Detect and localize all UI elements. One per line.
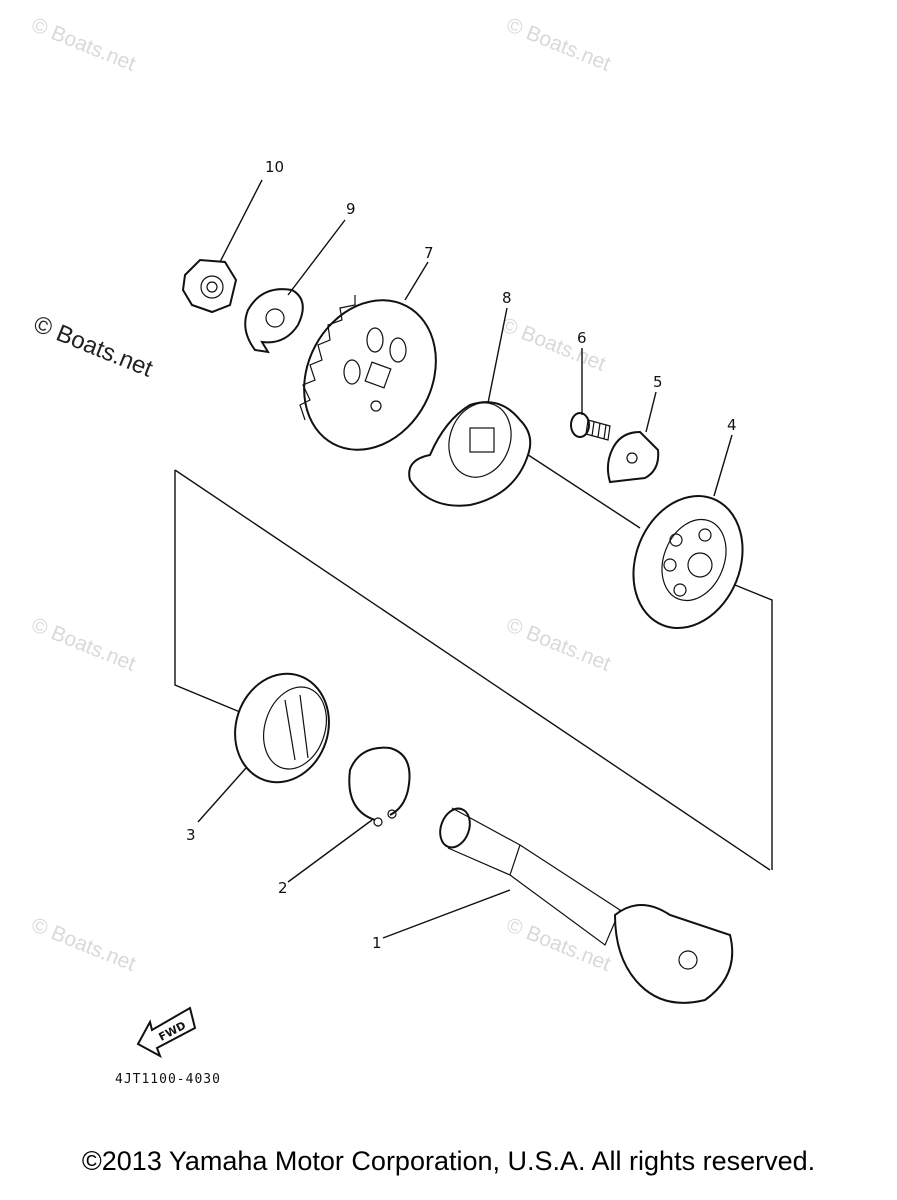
assembly-line-right: [734, 584, 773, 870]
callout-8: 8: [502, 289, 512, 307]
callout-7: 7: [424, 244, 434, 262]
part-shaft: [439, 807, 734, 1004]
part-circlip: [348, 746, 411, 827]
callout-5: 5: [653, 373, 663, 391]
callout-leaders: [197, 179, 733, 939]
watermark: © Boats.net: [28, 13, 139, 76]
callout-1: 1: [372, 934, 382, 952]
watermark: © Boats.net: [28, 913, 139, 976]
diagram-code: 4JT1100-4030: [115, 1072, 221, 1087]
assembly-line-diagonal-top: [174, 469, 771, 871]
part-nut: [181, 258, 238, 314]
part-lock-washer: [244, 288, 304, 354]
part-plate: [606, 430, 660, 484]
callout-10: 10: [265, 158, 284, 176]
part-ball-bearing: [632, 495, 744, 629]
part-gear: [299, 295, 437, 451]
part-screw: [570, 412, 611, 441]
copyright-notice: ©2013 Yamaha Motor Corporation, U.S.A. A…: [81, 1146, 816, 1176]
watermark: © Boats.net: [503, 613, 614, 676]
callout-2: 2: [278, 879, 288, 897]
callout-numbers: 10 9 7 8 6 5 4 3 2 1: [186, 158, 737, 952]
watermark: © Boats.net: [28, 613, 139, 676]
part-needle-bearing: [234, 672, 330, 784]
assembly-line-left: [174, 470, 241, 713]
watermark-layer: © Boats.net © Boats.net © Boats.net © Bo…: [28, 13, 614, 976]
part-weight: [408, 401, 532, 507]
watermark: © Boats.net: [503, 913, 614, 976]
watermark-prominent: © Boats.net: [30, 311, 157, 383]
watermark: © Boats.net: [503, 13, 614, 76]
callout-9: 9: [346, 200, 356, 218]
callout-4: 4: [727, 416, 737, 434]
watermark: © Boats.net: [498, 313, 609, 376]
callout-3: 3: [186, 826, 196, 844]
callout-6: 6: [577, 329, 587, 347]
fwd-arrow-icon: FWD: [136, 1006, 197, 1059]
